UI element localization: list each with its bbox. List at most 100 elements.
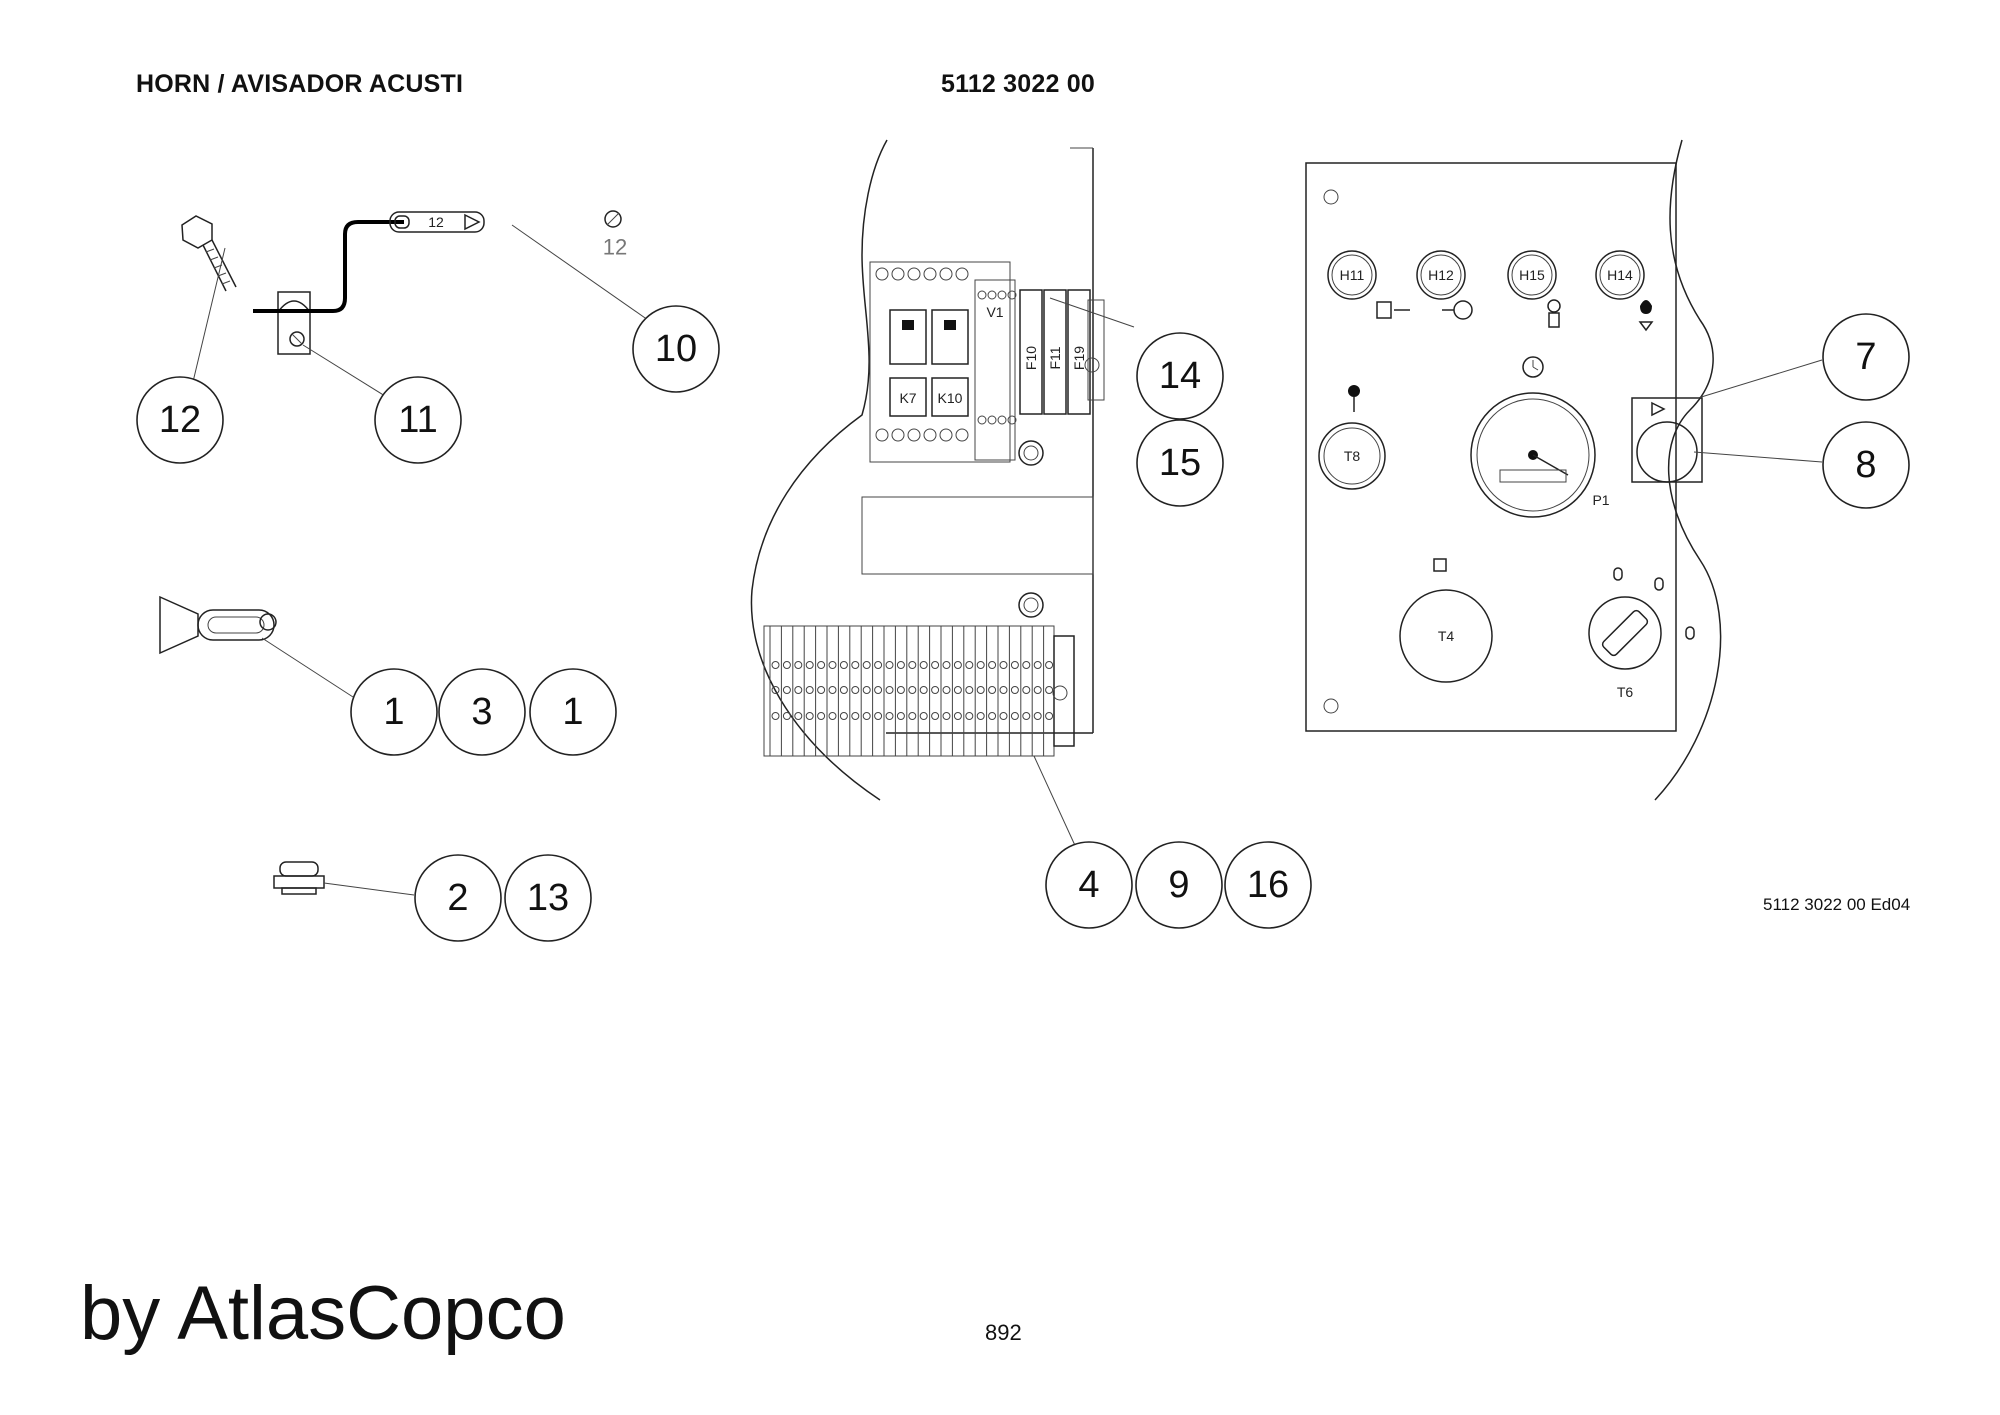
indicator-lamp-H14: H14: [1595, 250, 1645, 300]
callout-11: 11: [374, 376, 462, 464]
horn-button: [1631, 397, 1703, 483]
callout-4: 4: [1045, 841, 1133, 929]
electrical-cabinet: [750, 139, 1094, 801]
diode-terminal-screw: [1007, 415, 1017, 425]
terminal-screw: [999, 686, 1008, 694]
terminal-screw: [976, 661, 985, 669]
relay-terminal-screw: [875, 267, 889, 281]
terminal-screw: [1045, 712, 1054, 720]
relay-V1-label: V1: [986, 304, 1003, 320]
terminal-screw: [1022, 712, 1031, 720]
part-number: 5112 3022 00: [941, 70, 1095, 98]
edition-label: 5112 3022 00 Ed04: [1763, 895, 1911, 914]
diode-terminal-screw: [987, 290, 997, 300]
terminal-screw: [771, 661, 780, 669]
svg-text:8: 8: [1855, 444, 1876, 486]
relay-terminal-screw: [891, 428, 905, 442]
terminal-screw: [1010, 661, 1019, 669]
terminal-screw: [931, 712, 940, 720]
terminal-screw: [976, 686, 985, 694]
rotary-switch-T6: T6: [1588, 567, 1695, 700]
terminal-screw: [862, 686, 871, 694]
svg-text:10: 10: [655, 328, 697, 370]
callout-16: 16: [1224, 841, 1312, 929]
terminal-screw: [976, 712, 985, 720]
diode-terminal-screw: [977, 415, 987, 425]
terminal-screw: [771, 712, 780, 720]
terminal-screw: [851, 686, 860, 694]
svg-text:H11: H11: [1340, 267, 1365, 283]
relay-terminal-screw: [955, 428, 969, 442]
nut-part: [273, 861, 325, 895]
relay-terminal-screw: [891, 267, 905, 281]
pressure-symbol-icon: [1442, 300, 1473, 320]
fuse-F19-label: F19: [1071, 346, 1087, 370]
terminal-tag-part: 12: [603, 210, 627, 260]
terminal-screw: [931, 661, 940, 669]
terminal-screw: [851, 712, 860, 720]
svg-text:2: 2: [447, 877, 468, 919]
relay-terminal-screw: [923, 428, 937, 442]
terminal-screw: [1022, 686, 1031, 694]
terminal-screw: [874, 686, 883, 694]
relay-K7-label: K7: [899, 390, 916, 406]
svg-text:14: 14: [1159, 355, 1201, 397]
fuse-F11-label: F11: [1047, 346, 1063, 369]
callout-7: 7: [1822, 313, 1910, 401]
cable-clamp-part: [277, 291, 311, 355]
push-button-T8: T8: [1318, 385, 1386, 490]
terminal-screw: [805, 712, 814, 720]
terminal-screw: [988, 661, 997, 669]
terminal-screw: [1033, 712, 1042, 720]
svg-text:16: 16: [1247, 864, 1289, 906]
terminal-screw: [1033, 686, 1042, 694]
terminal-screw: [1022, 661, 1031, 669]
terminal-screw: [965, 712, 974, 720]
svg-text:12: 12: [159, 399, 201, 441]
terminal-screw: [851, 661, 860, 669]
terminal-screw: [794, 686, 803, 694]
svg-text:3: 3: [471, 691, 492, 733]
push-button-T4: T4: [1399, 558, 1493, 683]
control-panel: H11 H12 H15 H14 T8 P1 T4: [1305, 139, 1722, 801]
terminal-screw: [874, 712, 883, 720]
terminal-strip: [763, 625, 1075, 757]
terminal-screw: [953, 712, 962, 720]
terminal-screw: [942, 661, 951, 669]
terminal-screw: [896, 712, 905, 720]
callout-9: 9: [1135, 841, 1223, 929]
svg-text:9: 9: [1168, 864, 1189, 906]
terminal-screw: [999, 712, 1008, 720]
clock-icon: [1522, 356, 1544, 378]
fuse-F10-label: F10: [1023, 346, 1039, 370]
terminal-screw: [953, 686, 962, 694]
callout-2: 2: [414, 854, 502, 942]
terminal-screw: [828, 661, 837, 669]
callout-3: 3: [438, 668, 526, 756]
wire-label: 12: [428, 214, 444, 230]
cable-lug-part: 12: [389, 211, 485, 233]
page-title: HORN / AVISADOR ACUSTI: [136, 70, 464, 98]
indicator-lamp-H15: H15: [1507, 250, 1557, 300]
terminal-tag-label: 12: [603, 235, 627, 260]
terminal-screw: [896, 661, 905, 669]
indicator-lamp-H11: H11: [1327, 250, 1377, 300]
terminal-screw: [839, 661, 848, 669]
relay-K10-label: K10: [938, 390, 963, 406]
indicator-lamp-H12: H12: [1416, 250, 1466, 300]
terminal-screw: [771, 686, 780, 694]
terminal-screw: [794, 661, 803, 669]
terminal-screw: [896, 686, 905, 694]
terminal-screw: [1010, 686, 1019, 694]
terminal-screw: [988, 686, 997, 694]
terminal-screw: [817, 661, 826, 669]
callout-8: 8: [1822, 421, 1910, 509]
terminal-screw: [1033, 661, 1042, 669]
terminal-screw: [817, 686, 826, 694]
terminal-screw: [999, 661, 1008, 669]
relay-terminal-screw: [939, 428, 953, 442]
svg-text:T6: T6: [1617, 684, 1634, 700]
svg-text:H14: H14: [1607, 267, 1633, 283]
cable-wire: [253, 220, 404, 313]
svg-text:4: 4: [1078, 864, 1099, 906]
